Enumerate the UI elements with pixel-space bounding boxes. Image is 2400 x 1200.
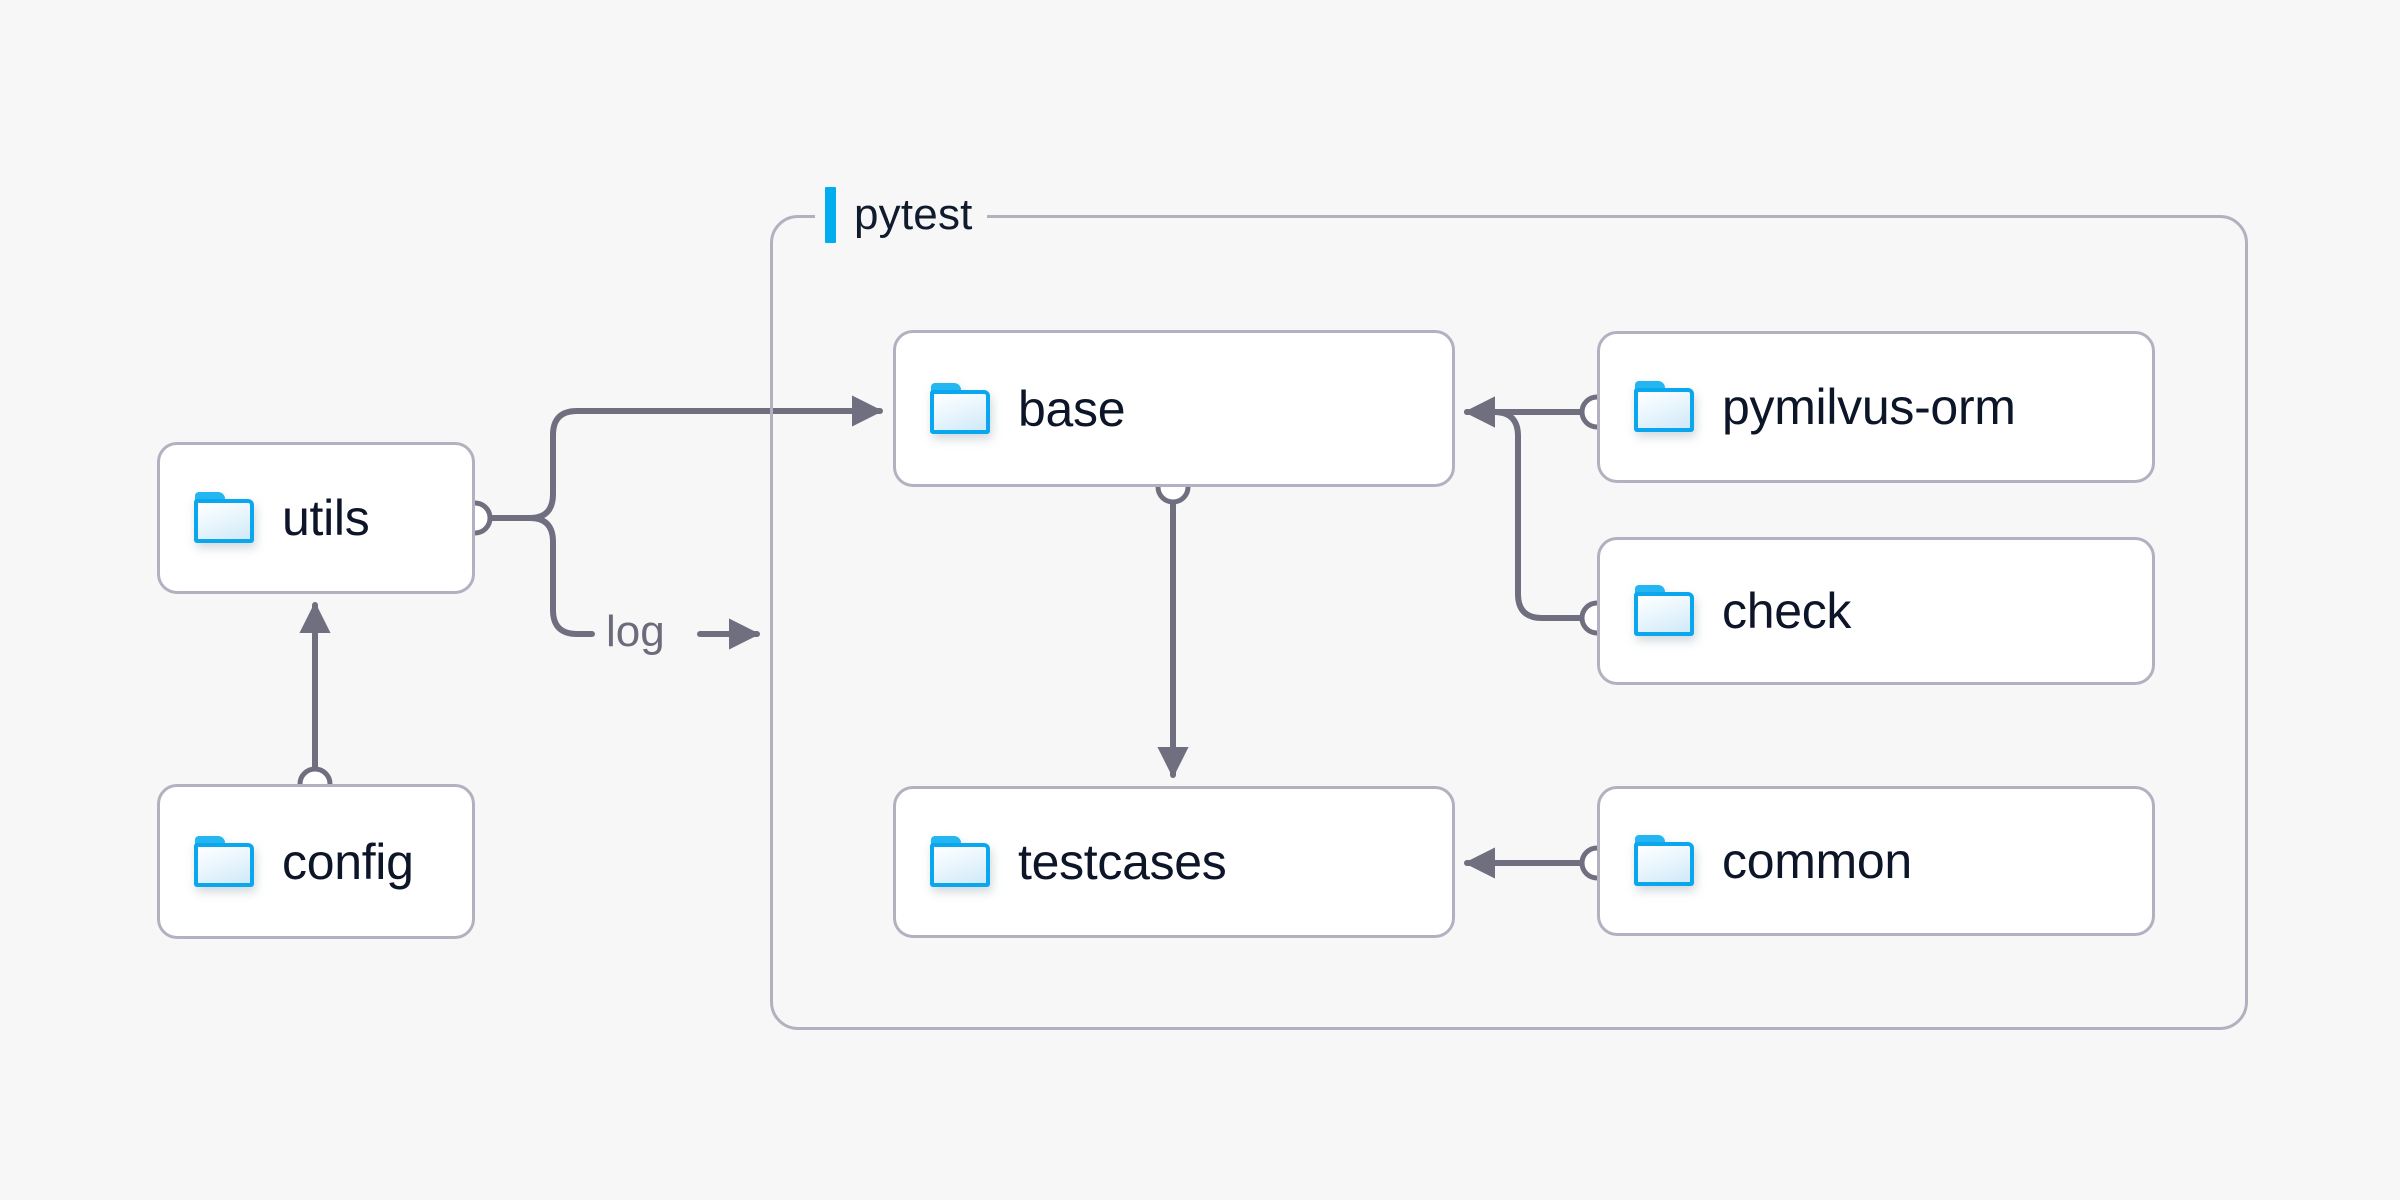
group-pytest[interactable] [770, 215, 2248, 1030]
node-base[interactable]: base [893, 330, 1455, 487]
accent-bar-icon [825, 187, 836, 243]
folder-icon [194, 835, 256, 888]
node-pymilvus-orm-label: pymilvus-orm [1722, 379, 2016, 435]
edge-label-log: log [598, 610, 673, 654]
node-check[interactable]: check [1597, 537, 2155, 685]
node-common[interactable]: common [1597, 786, 2155, 936]
node-config[interactable]: config [157, 784, 475, 939]
folder-icon [1634, 835, 1696, 887]
node-testcases-label: testcases [1018, 834, 1227, 890]
folder-icon [1634, 585, 1696, 637]
edge-utils-to-log [527, 515, 595, 637]
group-pytest-label-wrap: pytest [815, 187, 987, 243]
node-utils-label: utils [282, 490, 370, 546]
node-common-label: common [1722, 833, 1912, 889]
group-pytest-label: pytest [854, 190, 973, 239]
node-check-label: check [1722, 583, 1852, 639]
node-base-label: base [1018, 380, 1126, 437]
folder-icon [930, 382, 992, 435]
node-utils[interactable]: utils [157, 442, 475, 594]
node-config-label: config [282, 833, 414, 890]
node-pymilvus-orm[interactable]: pymilvus-orm [1597, 331, 2155, 483]
node-testcases[interactable]: testcases [893, 786, 1455, 938]
folder-icon [194, 492, 256, 544]
folder-icon [930, 836, 992, 888]
folder-icon [1634, 381, 1696, 433]
